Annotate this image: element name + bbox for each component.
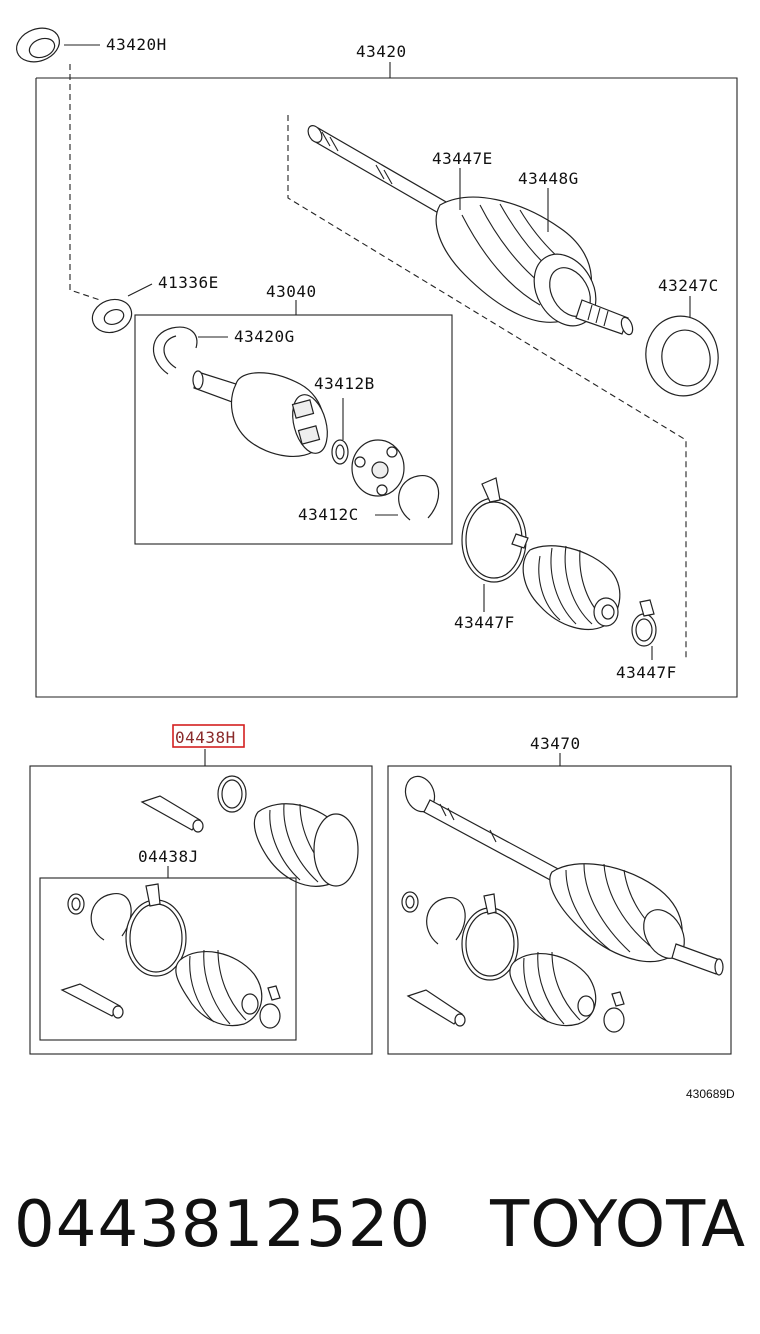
cv-joint-housing-part[interactable] [192, 370, 333, 458]
seal-41336e-part[interactable] [88, 294, 137, 338]
shaft-kit-boot-part[interactable] [509, 951, 597, 1027]
brand-name: TOYOTA [490, 1188, 746, 1262]
joint-43040-frame [134, 314, 453, 545]
label-43412b: 43412B [314, 374, 375, 393]
snap-ring-43412c-part[interactable] [398, 475, 440, 521]
kit-band-small-part[interactable] [259, 985, 281, 1029]
kit-04438-frame [29, 765, 373, 1055]
label-41336e: 41336E [158, 273, 219, 292]
shaft-43470-frame [387, 765, 732, 1055]
highlight-box-04438[interactable] [172, 724, 245, 748]
part-number: 0443812520 [14, 1188, 432, 1262]
assembly-43420-frame [35, 77, 738, 698]
figure-code: 430689D [686, 1087, 735, 1101]
boot-lower-part[interactable] [522, 545, 621, 630]
label-43420: 43420 [356, 42, 407, 61]
shaft-kit-band-large-part[interactable] [461, 893, 519, 981]
drive-shaft-43420-part[interactable] [305, 123, 634, 337]
clip-43412b-part[interactable] [331, 439, 349, 465]
grease-tube-lower-part[interactable] [60, 983, 124, 1019]
label-04438j: 04438J [138, 847, 199, 866]
kit-band-large-part[interactable] [125, 883, 187, 977]
kit-clip-part[interactable] [67, 893, 85, 915]
label-04438h: 04438H [175, 728, 236, 747]
kit-boot-upper-part[interactable] [253, 803, 359, 887]
label-43420h: 43420H [106, 35, 167, 54]
kit-band-upper-part[interactable] [217, 775, 247, 813]
drive-shaft-43470-part[interactable] [401, 772, 724, 976]
ring-43247c-part[interactable] [640, 310, 725, 401]
snap-ring-43420g-part[interactable] [152, 326, 198, 375]
shaft-kit-clip-part[interactable] [401, 891, 419, 913]
label-43447f-a: 43447F [454, 613, 515, 632]
shaft-kit-grease-tube-part[interactable] [406, 989, 466, 1027]
label-43420g: 43420G [234, 327, 295, 346]
label-43412c: 43412C [298, 505, 359, 524]
kit-snap-ring-part[interactable] [90, 893, 132, 941]
seal-43420h-part[interactable] [12, 22, 64, 67]
shaft-kit-band-small-part[interactable] [603, 991, 625, 1033]
kit-boot-lower-part[interactable] [175, 949, 263, 1027]
grease-tube-upper-part[interactable] [140, 795, 204, 833]
label-43447f-b: 43447F [616, 663, 677, 682]
label-43447e: 43447E [432, 149, 493, 168]
caption-bar: 0443812520 TOYOTA [14, 1188, 746, 1278]
label-43247c: 43247C [658, 276, 719, 295]
label-43040: 43040 [266, 282, 317, 301]
label-43448g: 43448G [518, 169, 579, 188]
shaft-kit-snap-ring-part[interactable] [426, 897, 466, 945]
tripod-bearing-part[interactable] [351, 439, 405, 497]
label-43470: 43470 [530, 734, 581, 753]
boot-band-large-part[interactable] [461, 477, 529, 583]
boot-band-small-part[interactable] [631, 599, 657, 647]
